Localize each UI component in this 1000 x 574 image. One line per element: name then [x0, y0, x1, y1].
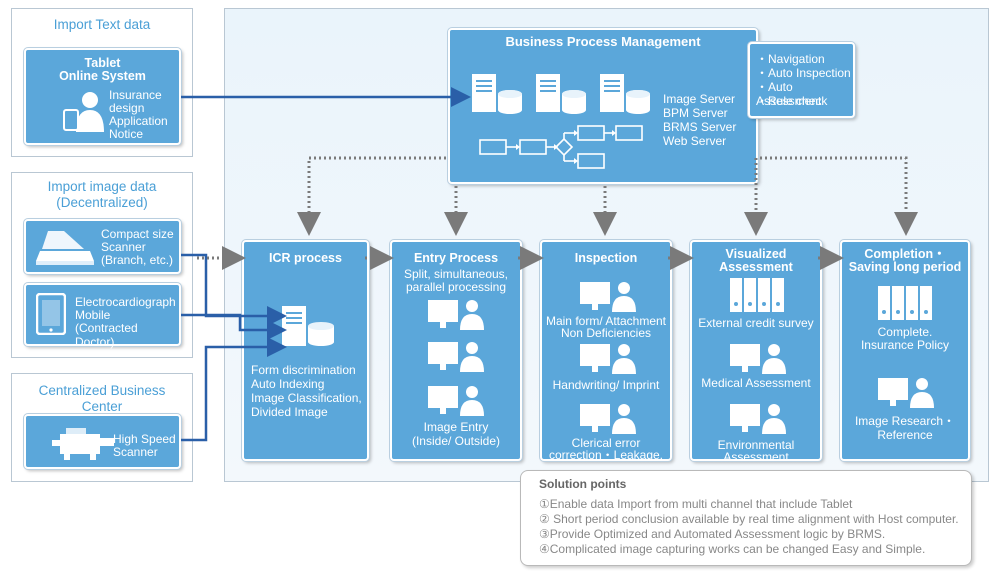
inspection-item2: Handwriting/ Imprint: [552, 378, 660, 392]
operator-icon: [580, 282, 636, 312]
tablet-title-2: Online System: [59, 69, 146, 83]
tablet-title-1: Tablet: [84, 56, 121, 70]
inspection-item3-2: correction・Leakage,: [548, 448, 664, 461]
tablet-item-2: design: [109, 101, 145, 115]
high-speed-scanner-box: High Speed Scanner: [24, 414, 181, 469]
solution-point-2: ② Short period conclusion available by r…: [539, 512, 959, 526]
solution-point-1: ①Enable data Import from multi channel t…: [539, 497, 853, 511]
operator-icon: [428, 300, 484, 330]
completion-title-1: Completion・: [864, 247, 946, 261]
bpm-servers-icon: [472, 74, 650, 114]
icr-item-1: Form discrimination: [251, 363, 356, 377]
ecg-to-icr-arrow: [181, 313, 287, 340]
icr-item-4: Divided Image: [251, 405, 328, 419]
high-speed-text-1: High Speed: [113, 432, 176, 446]
entry-title: Entry Process: [413, 251, 499, 265]
solution-title: Solution points: [539, 477, 627, 491]
scanner-to-icr-arrow: [181, 253, 287, 326]
operator-icon: [730, 404, 786, 434]
ecg-mobile-box: Electrocardiograph Mobile (Contracted Do…: [24, 283, 181, 349]
visual-item1: External credit survey: [698, 316, 814, 330]
scanner-icon: [36, 231, 94, 265]
completion-item2-2: Reference: [877, 428, 933, 442]
navigation-box: ・Navigation ・Auto Inspection ・Auto Asses…: [748, 42, 855, 118]
entry-subtitle-2: parallel processing: [405, 280, 507, 294]
visual-item2: Medical Assessment: [701, 376, 811, 390]
tablet-online-system-box: Tablet Online System Insurance design Ap…: [24, 48, 181, 145]
operator-icon: [580, 344, 636, 374]
tablet-device-icon: [36, 293, 66, 335]
nav-item-2: ・Auto Inspection: [756, 66, 851, 80]
operator-icon: [428, 342, 484, 372]
tablet-item-4: Notice: [109, 127, 144, 141]
scanner-text-2: Scanner: [101, 240, 146, 254]
entry-subtitle-1: Split, simultaneous,: [403, 267, 509, 281]
highspeed-to-icr-arrow: [181, 337, 287, 442]
bpm-server-3: BRMS Server: [663, 120, 737, 134]
icr-item-2: Auto Indexing: [251, 377, 325, 391]
bpm-to-icr-dotted: [297, 156, 446, 236]
inspection-item3-1: Clerical error: [571, 436, 641, 450]
solution-point-4: ④Complicated image capturing works can b…: [539, 542, 926, 556]
solution-point-3: ③Provide Optimized and Automated Assessm…: [539, 527, 886, 541]
tablet-user-icon: [63, 92, 104, 132]
import-text-title: Import Text data: [53, 17, 151, 32]
nav-item-1: ・Navigation: [756, 52, 825, 66]
nav-item-3: ・Auto Assessment: [756, 80, 822, 108]
ecg-text-3: (Contracted Doctor): [75, 321, 138, 349]
operator-icon: [730, 344, 786, 374]
visual-title-1: Visualized: [725, 247, 787, 261]
binders-icon: [878, 286, 932, 320]
completion-item2-1: Image Research・: [854, 414, 956, 428]
operator-icon: [580, 404, 636, 434]
nav-item-4: ・Rule check: [756, 94, 828, 108]
import-image-title-1: Import image data: [47, 179, 157, 194]
bpm-box: Business Process Management: [448, 28, 758, 184]
visual-title-2: Assessment: [719, 260, 793, 274]
bpm-flow-icon: [479, 125, 643, 169]
central-title-2: Center: [81, 399, 123, 414]
solution-points-box: Solution points ①Enable data Import from…: [520, 470, 972, 566]
icr-title: ICR process: [269, 251, 342, 265]
bpm-server-1: Image Server: [663, 92, 736, 106]
high-speed-scanner-icon: [52, 428, 114, 460]
tablet-item-1: Insurance: [109, 88, 162, 102]
import-image-title-2: (Decentralized): [56, 195, 148, 210]
scanner-text-1: Compact size: [101, 227, 174, 241]
icr-item-3: Image Classification,: [251, 391, 362, 405]
completion-item1-1: Complete.: [877, 325, 933, 339]
visual-item3-1: Environmental: [717, 438, 795, 452]
high-speed-text-2: Scanner: [113, 445, 158, 459]
visual-item3-2: Assessment: [723, 450, 789, 461]
visualized-assessment-box: Visualized Assessment External credit su…: [690, 240, 822, 461]
completion-box: Completion・ Saving long period Complete.…: [840, 240, 970, 461]
icr-process-box: ICR process Form discrimination Auto Ind…: [242, 240, 369, 461]
inspection-box: Inspection Main form/ Attachment Non Def…: [540, 240, 672, 461]
bpm-title: Business Process Management: [505, 34, 701, 49]
entry-footer-1: Image Entry: [423, 420, 489, 434]
ecg-text-2: Mobile: [75, 308, 111, 322]
tablet-item-3: Application: [109, 114, 168, 128]
operator-icon: [878, 378, 934, 408]
entry-process-box: Entry Process Split, simultaneous, paral…: [390, 240, 522, 461]
inspection-item1-2: Non Deficiencies: [560, 326, 652, 340]
completion-item1-2: Insurance Policy: [860, 338, 950, 352]
binders-icon: [730, 278, 784, 312]
central-title-1: Centralized Business: [38, 383, 166, 398]
bpm-server-2: BPM Server: [663, 106, 728, 120]
compact-scanner-box: Compact size Scanner (Branch, etc.): [24, 219, 181, 274]
bpm-server-4: Web Server: [663, 134, 727, 148]
completion-title-2: Saving long period: [848, 260, 962, 274]
inspection-title: Inspection: [574, 251, 638, 265]
entry-footer-2: (Inside/ Outside): [411, 434, 501, 448]
scanner-text-3: (Branch, etc.): [101, 253, 174, 267]
inspection-item1-1: Main form/ Attachment: [545, 314, 667, 328]
bpm-to-completion-dotted: [760, 156, 918, 236]
ecg-text-1: Electrocardiograph: [75, 295, 176, 309]
operator-icon: [428, 386, 484, 416]
